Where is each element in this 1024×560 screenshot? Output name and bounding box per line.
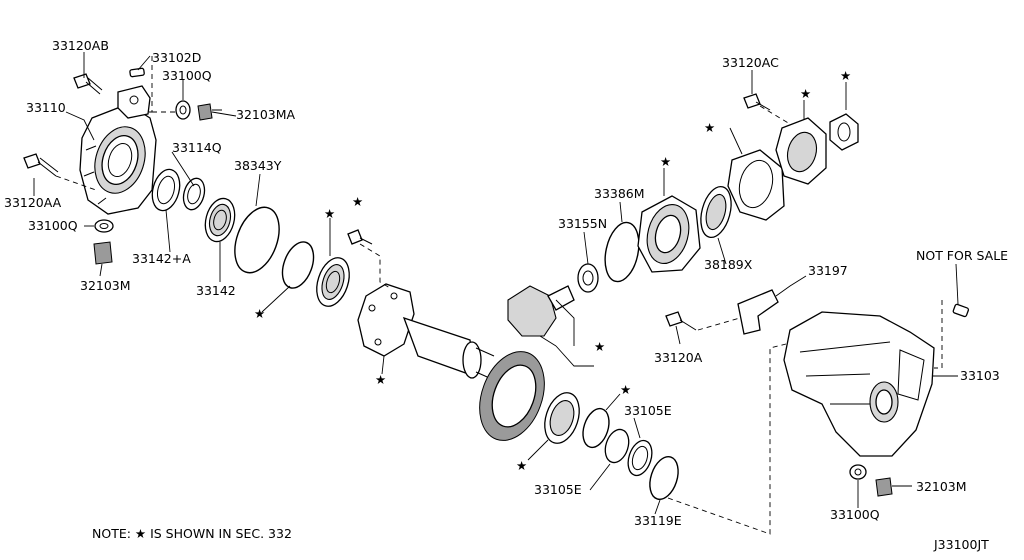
part-33110-cover	[79, 103, 157, 215]
pinion-gear	[507, 285, 575, 337]
part-33155N-spacer	[577, 263, 599, 293]
label-33100Q-bottom: 33100Q	[830, 507, 880, 522]
part-32103M-plug-left	[93, 241, 113, 265]
label-33119E: 33119E	[634, 513, 682, 528]
star-marker: ★	[660, 154, 671, 169]
bracket-plate	[117, 85, 151, 119]
star-bearing-housing	[637, 195, 701, 273]
label-38343Y: 38343Y	[234, 158, 282, 173]
ring-gear	[479, 351, 545, 441]
label-33386M: 33386M	[594, 186, 645, 201]
part-33386M-ring	[604, 221, 640, 283]
label-32103M-left: 32103M	[80, 278, 131, 293]
star-marker: ★	[704, 120, 715, 135]
label-33120AC: 33120AC	[722, 55, 779, 70]
part-33103-case	[783, 311, 935, 457]
label-33120AB: 33120AB	[52, 38, 109, 53]
part-33105E-shim-left	[604, 428, 630, 464]
label-not-for-sale: NOT FOR SALE	[916, 248, 1008, 263]
part-33197-bracket	[737, 289, 779, 335]
part-labels: 33120AB 33102D 33100Q 32103MA 33110 3311…	[4, 38, 1008, 528]
star-marker: ★	[840, 68, 851, 83]
label-33105E-right: 33105E	[624, 403, 672, 418]
star-marker: ★	[254, 306, 265, 321]
star-bearing-center	[544, 392, 580, 444]
part-33120AC-bolt	[743, 93, 771, 111]
part-33102D-dowel-pin	[129, 67, 145, 78]
part-32103MA-plug	[197, 103, 222, 121]
part-32103M-plug-right	[875, 477, 893, 497]
label-33110: 33110	[26, 100, 66, 115]
label-33100Q-left: 33100Q	[28, 218, 78, 233]
leader-lines	[33, 52, 959, 535]
star-marker: ★	[375, 372, 386, 387]
star-marker: ★	[800, 86, 811, 101]
label-38189X: 38189X	[704, 257, 753, 272]
label-33100Q-top: 33100Q	[162, 68, 212, 83]
label-32103MA: 32103MA	[236, 107, 296, 122]
star-marker: ★	[620, 382, 631, 397]
part-33142-bearing	[204, 197, 236, 243]
star-dust-cover	[727, 149, 785, 221]
label-32103M-right: 32103M	[916, 479, 967, 494]
part-33100Q-washer-bottom	[849, 464, 867, 480]
part-33119E-ring	[649, 455, 679, 501]
label-33114Q: 33114Q	[172, 140, 222, 155]
part-38343Y-o-ring	[234, 206, 280, 274]
star-bearing-left	[316, 257, 350, 307]
label-33105E-left: 33105E	[534, 482, 582, 497]
label-33120AA: 33120AA	[4, 195, 62, 210]
label-33102D: 33102D	[152, 50, 201, 65]
footnote-note: NOTE: ★ IS SHOWN IN SEC. 332	[92, 526, 292, 541]
label-33103: 33103	[960, 368, 1000, 383]
part-33100Q-washer-left	[94, 219, 114, 233]
star-markers: ★ ★ ★ ★ ★ ★ ★ ★ ★ ★ ★	[254, 68, 851, 473]
part-33114Q-seal	[182, 177, 206, 211]
star-marker: ★	[324, 206, 335, 221]
star-marker: ★	[516, 458, 527, 473]
part-33120AB-bolt	[73, 73, 103, 95]
label-33142: 33142	[196, 283, 236, 298]
part-33142A-oil-seal	[151, 168, 181, 212]
star-companion-flange	[775, 117, 827, 185]
star-ring-left	[281, 241, 315, 289]
star-marker: ★	[352, 194, 363, 209]
star-marker: ★	[594, 339, 605, 354]
part-38189X-seal	[700, 185, 732, 239]
label-33142A: 33142+A	[132, 251, 191, 266]
not-for-sale-pin	[952, 303, 970, 318]
diagram-code: J33100JT	[933, 537, 989, 552]
flange-shaft	[357, 283, 495, 381]
part-33120A-bolt	[665, 311, 697, 331]
part-33120AA-bolt	[23, 153, 59, 177]
star-bolt-center	[347, 229, 373, 245]
star-ring-center	[582, 407, 610, 449]
part-33100Q-washer-top	[175, 100, 191, 120]
part-33105E-shim-right	[627, 439, 653, 477]
label-33197: 33197	[808, 263, 848, 278]
star-flange-nut	[829, 113, 859, 151]
label-33155N: 33155N	[558, 216, 607, 231]
label-33120A: 33120A	[654, 350, 703, 365]
